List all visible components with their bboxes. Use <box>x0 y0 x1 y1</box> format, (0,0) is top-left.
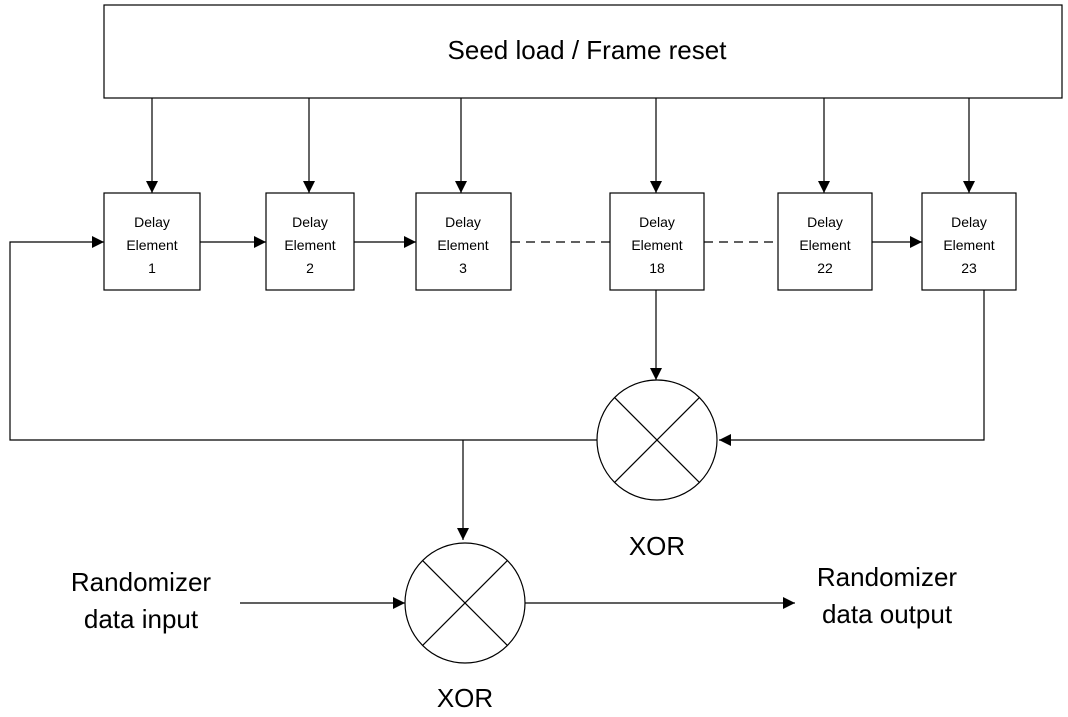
tap-arrow-23 <box>719 290 985 446</box>
data-output: Randomizer data output <box>525 562 957 629</box>
input-label-line1: Randomizer <box>71 567 212 597</box>
xor-output-label: XOR <box>437 683 493 713</box>
delay-label: Delay <box>134 214 170 230</box>
element-label: Element <box>437 237 488 253</box>
delay-label: Delay <box>807 214 843 230</box>
element-index: 3 <box>459 260 467 276</box>
seed-load-block: Seed load / Frame reset <box>103 4 1063 99</box>
element-index: 1 <box>148 260 156 276</box>
element-label: Element <box>943 237 994 253</box>
delay-element-23: Delay Element 23 <box>921 192 1017 291</box>
element-label: Element <box>284 237 335 253</box>
seed-load-label: Seed load / Frame reset <box>448 35 728 65</box>
feedback-loop <box>9 236 597 540</box>
xor-feedback: XOR <box>596 379 718 561</box>
input-label-line2: data input <box>84 604 199 634</box>
delay-element-1: Delay Element 1 <box>103 192 201 291</box>
output-label-line2: data output <box>822 599 953 629</box>
element-label: Element <box>126 237 177 253</box>
delay-label: Delay <box>292 214 328 230</box>
element-index: 2 <box>306 260 314 276</box>
xor-feedback-label: XOR <box>629 531 685 561</box>
element-index: 22 <box>817 260 833 276</box>
delay-element-22: Delay Element 22 <box>777 192 873 291</box>
delay-label: Delay <box>639 214 675 230</box>
element-label: Element <box>631 237 682 253</box>
feedback-taps <box>650 290 985 446</box>
delay-element-3: Delay Element 3 <box>415 192 512 291</box>
seed-arrows <box>146 98 975 193</box>
element-label: Element <box>799 237 850 253</box>
delay-element-2: Delay Element 2 <box>265 192 355 291</box>
delay-label: Delay <box>951 214 987 230</box>
element-index: 23 <box>961 260 977 276</box>
element-index: 18 <box>649 260 665 276</box>
data-input: Randomizer data input <box>71 567 405 634</box>
delay-element-18: Delay Element 18 <box>609 192 705 291</box>
output-label-line1: Randomizer <box>817 562 958 592</box>
delay-label: Delay <box>445 214 481 230</box>
feedback-arrow-to-element-1 <box>9 236 597 441</box>
xor-output: XOR <box>404 542 526 713</box>
